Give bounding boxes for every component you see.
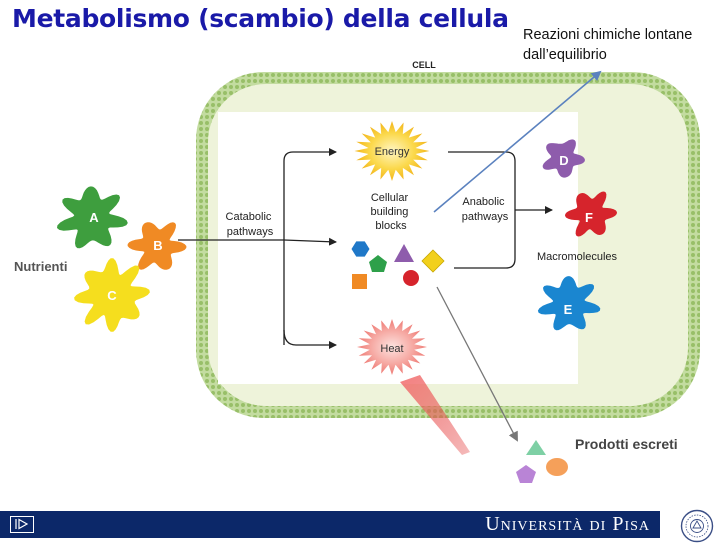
university-name: Università di Pisa [485, 513, 650, 535]
svg-text:D: D [559, 153, 568, 168]
university-seal-icon [680, 509, 714, 543]
nutrient-b-blob-icon: B [127, 222, 187, 270]
circle-icon [403, 270, 419, 286]
catabolic-label: Catabolic pathways [226, 211, 275, 238]
note-line: dall’equilibrio [523, 47, 607, 63]
excretion-arrow [436, 286, 518, 442]
building-blocks-label: Cellular building blocks [371, 192, 412, 232]
heat-burst-icon: Heat [357, 319, 427, 375]
svg-text:F: F [585, 210, 593, 225]
svg-text:A: A [89, 210, 99, 225]
hexagon-icon [350, 240, 371, 258]
triangle-icon [394, 244, 414, 262]
far-from-equilibrium-arrow [433, 70, 602, 213]
nutrients-label: Nutrienti [14, 259, 68, 274]
macro-f-blob-icon: F [565, 191, 617, 237]
energy-label: Energy [375, 146, 410, 158]
pentagon-icon [369, 255, 387, 272]
catabolic-arrow-blocks [283, 237, 337, 246]
slide-title: Metabolismo (scambio) della cellula [12, 4, 509, 33]
heat-label: Heat [380, 343, 403, 355]
cell-label: CELL [412, 60, 436, 70]
svg-text:B: B [153, 238, 162, 253]
square-icon [352, 274, 367, 289]
equilibrium-note: Reazioni chimiche lontane dall’equilibri… [523, 25, 692, 65]
nutrient-c-blob-icon: C [74, 258, 150, 332]
nutrient-a-blob-icon: A [57, 186, 128, 249]
building-block-shapes [350, 240, 445, 289]
next-slide-button[interactable] [10, 516, 34, 533]
catabolic-arrow-heat [283, 329, 337, 349]
excreted-triangle-icon [526, 440, 546, 455]
anabolic-label: Anabolic pathways [462, 196, 509, 223]
energy-burst-icon: Energy [354, 121, 430, 181]
note-line: Reazioni chimiche lontane [523, 27, 693, 43]
excreted-oval-icon [546, 458, 568, 476]
footer: Università di Pisa [0, 509, 720, 543]
svg-text:E: E [564, 302, 573, 317]
excreted-products-label: Prodotti escreti [575, 436, 678, 452]
diamond-icon [421, 249, 445, 273]
svg-text:C: C [107, 288, 117, 303]
macromolecules-label: Macromolecules [537, 251, 618, 263]
macro-e-blob-icon: E [537, 276, 601, 331]
heat-beam [400, 375, 470, 455]
catabolic-branch-line [283, 148, 337, 345]
excreted-pentagon-icon [516, 465, 536, 483]
excreted-products [516, 440, 568, 483]
footer-bar: Università di Pisa [0, 511, 660, 538]
play-icon [15, 518, 29, 530]
macro-d-blob-icon: D [542, 139, 585, 178]
